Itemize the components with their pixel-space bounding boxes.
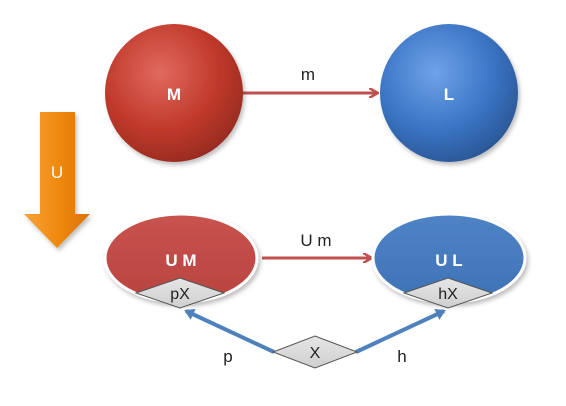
edge-p-label: p	[223, 347, 232, 366]
node-x-label: X	[310, 345, 321, 362]
node-px-label: pX	[170, 286, 190, 303]
node-um-label: U M	[165, 251, 196, 270]
node-m-circle	[105, 24, 243, 162]
node-hx-label: hX	[438, 286, 458, 303]
edge-h-label: h	[397, 347, 406, 366]
edge-um-label: U m	[300, 231, 331, 250]
node-m-label: M	[167, 85, 181, 104]
edge-p-arrow	[184, 308, 275, 354]
node-ul-label: U L	[435, 251, 462, 270]
edge-h-arrow	[355, 308, 446, 354]
functor-arrow	[24, 112, 90, 248]
functor-arrow-label: U	[51, 163, 63, 182]
node-x-diamond	[271, 335, 359, 369]
node-l-label: L	[444, 85, 454, 104]
node-hx-diamond	[402, 277, 494, 309]
node-px-diamond	[134, 277, 226, 309]
node-l-circle	[380, 24, 518, 162]
edge-m-label: m	[301, 65, 315, 84]
